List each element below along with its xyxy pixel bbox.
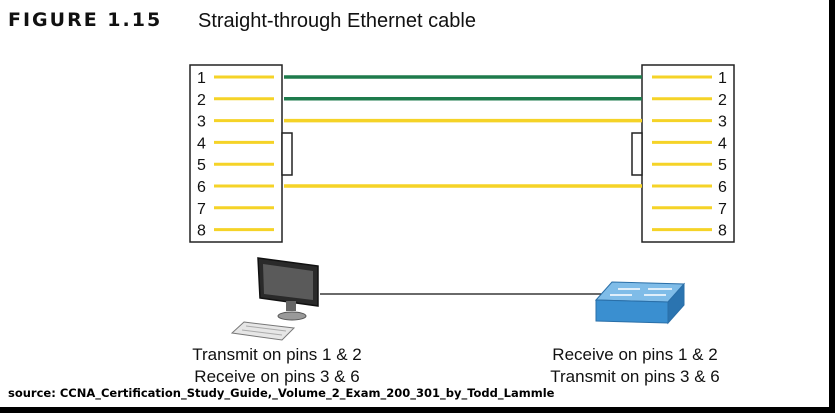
figure-title: Straight-through Ethernet cable <box>198 10 476 32</box>
left-pin-number: 8 <box>197 223 206 240</box>
switch-caption-line1: Receive on pins 1 & 2 <box>552 345 718 364</box>
switch-caption-line2: Transmit on pins 3 & 6 <box>550 367 720 386</box>
left-pin-number: 5 <box>197 157 206 174</box>
pc-icon <box>230 257 319 341</box>
left-pin-number: 2 <box>197 92 206 109</box>
pc-caption: Transmit on pins 1 & 2 Receive on pins 3… <box>182 344 372 388</box>
pc-caption-line1: Transmit on pins 1 & 2 <box>192 345 362 364</box>
right-pin-number: 8 <box>718 223 727 240</box>
right-pin-number: 3 <box>718 114 727 131</box>
right-pin-number: 5 <box>718 157 727 174</box>
right-pin-number: 1 <box>718 70 727 87</box>
source-note: source: CCNA_Certification_Study_Guide,_… <box>8 386 555 400</box>
right-connector-latch <box>631 132 643 176</box>
pc-caption-line2: Receive on pins 3 & 6 <box>194 367 360 386</box>
left-pin-number: 4 <box>197 135 206 152</box>
switch-icon <box>594 281 686 325</box>
figure-frame: FIGURE 1.15 Straight-through Ethernet ca… <box>0 0 829 407</box>
left-connector <box>189 64 283 243</box>
right-pin-number: 2 <box>718 92 727 109</box>
right-pin-number: 4 <box>718 135 727 152</box>
left-connector-latch <box>281 132 293 176</box>
switch-caption: Receive on pins 1 & 2 Transmit on pins 3… <box>540 344 730 388</box>
right-pin-number: 6 <box>718 179 727 196</box>
left-pin-number: 6 <box>197 179 206 196</box>
left-pin-number: 7 <box>197 201 206 218</box>
left-pin-number: 3 <box>197 114 206 131</box>
left-pin-number: 1 <box>197 70 206 87</box>
right-pin-number: 7 <box>718 201 727 218</box>
figure-label: FIGURE 1.15 <box>8 9 163 31</box>
